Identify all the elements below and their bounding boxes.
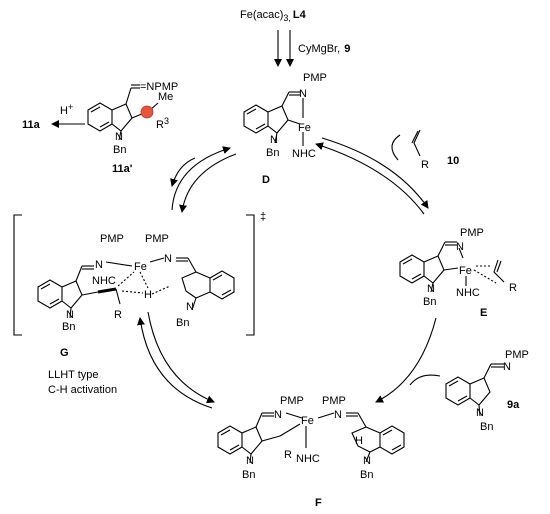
f-n-left-indole-label: N [246, 455, 254, 467]
g-n-right-label: N [164, 253, 172, 265]
e-n-indole-label: N [427, 283, 435, 295]
compound-d-structure [243, 91, 304, 146]
11a-prime-npmp-label: =NPMP [140, 81, 178, 93]
g-n-left-indole-label: N [66, 309, 74, 321]
equilibrium-g-d [171, 146, 237, 213]
reagent-fe-acac: Fe(acac)3,L4 [240, 9, 307, 23]
f-pmp-right-label: PMP [322, 395, 346, 407]
alkene-in-arrow [391, 134, 401, 161]
f-bn-left-label: Bn [242, 469, 255, 481]
compound-f-structure [217, 412, 405, 464]
f-n-right-label: N [334, 409, 342, 421]
9a-n-label: N [503, 361, 511, 373]
e-pmp-label: PMP [460, 227, 484, 239]
substrate-9a-label: 9a [507, 399, 520, 411]
intermediate-11a-prime-label: 11a' [112, 163, 133, 175]
d-n-indole-label: N [270, 134, 278, 146]
f-fe-label: Fe [301, 415, 314, 427]
compound-e-structure [399, 241, 505, 293]
transition-state-dagger: ‡ [260, 211, 266, 223]
g-pmp-left-label: PMP [100, 233, 124, 245]
g-pmp-right-label: PMP [145, 233, 169, 245]
f-pmp-left-label: PMP [280, 395, 304, 407]
annotation-line-2: C-H activation [48, 384, 117, 396]
g-bn-right-label: Bn [176, 317, 189, 329]
d-pmp-label: PMP [303, 72, 327, 84]
f-r-label: R [284, 449, 292, 461]
annotation-line-1: LLHT type [48, 369, 99, 381]
compound-e-label: E [480, 307, 487, 319]
g-bn-left-label: Bn [62, 321, 75, 333]
11a-prime-me-label: Me [158, 91, 173, 103]
g-n-left-label: N [95, 259, 103, 271]
h-plus-label: H+ [60, 102, 73, 117]
9a-n-indole-label: N [476, 407, 484, 419]
11a-prime-n-label: N [115, 131, 123, 143]
11a-prime-r3-label: R3 [156, 116, 169, 131]
compound-d-label: D [262, 174, 270, 186]
highlight-dot [140, 105, 154, 119]
compound-g-structure [13, 214, 255, 336]
e-n-label: N [456, 241, 464, 253]
g-nhc-label: NHC [92, 275, 116, 287]
reagent-arrows [274, 30, 294, 67]
compound-f-label: F [315, 497, 322, 509]
f-nhc-label: NHC [296, 453, 320, 465]
11a-prime-bn-label: Bn [113, 144, 126, 156]
alkene-10-label: 10 [447, 155, 459, 167]
arrow-e-to-f [375, 317, 437, 403]
9a-pmp-label: PMP [505, 349, 529, 361]
alkene-10-structure [413, 129, 421, 157]
d-fe-label: Fe [298, 122, 311, 134]
g-n-right-indole-label: N [186, 301, 194, 313]
g-h-label: H [144, 289, 152, 301]
product-11a-label: 11a [22, 119, 41, 131]
f-n-left-label: N [274, 409, 282, 421]
d-nhc-label: NHC [292, 148, 316, 160]
intermediate-11a-prime-structure [87, 84, 159, 141]
substrate-9a-structure [445, 363, 504, 417]
e-fe-label: Fe [459, 265, 472, 277]
d-n-label: N [299, 88, 307, 100]
e-r-label: R [509, 282, 517, 294]
alkene-r-label: R [421, 159, 429, 171]
f-h-label: H [355, 435, 363, 447]
d-bn-label: Bn [266, 147, 279, 159]
e-nhc-label: NHC [456, 287, 480, 299]
f-n-right-indole-label: N [363, 455, 371, 467]
g-r-label: R [114, 309, 122, 321]
equilibrium-f-g [137, 311, 215, 409]
e-bn-label: Bn [423, 296, 436, 308]
equilibrium-d-e [315, 137, 429, 215]
reagent-grignard: CyMgBr,9 [298, 43, 350, 55]
g-fe-label: Fe [134, 261, 147, 273]
9a-bn-label: Bn [480, 421, 493, 433]
arrow-to-11a-prime [170, 157, 196, 187]
substrate-in-arrow [409, 374, 441, 386]
f-bn-right-label: Bn [360, 469, 373, 481]
compound-g-label: G [60, 347, 69, 359]
